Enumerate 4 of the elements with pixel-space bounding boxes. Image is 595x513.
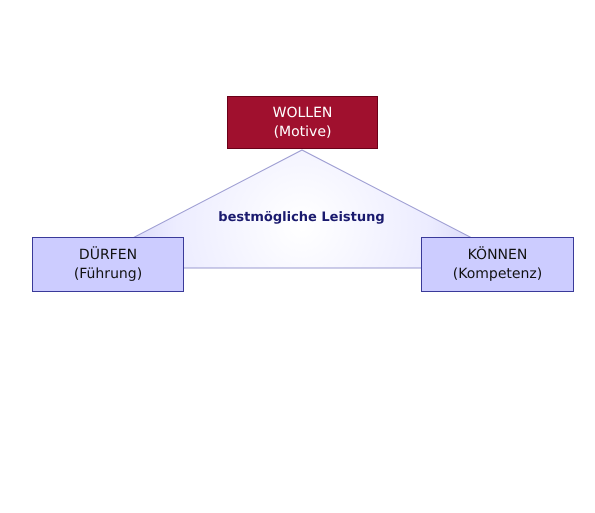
motive-box: WOLLEN (Motive)	[227, 96, 378, 149]
factor-box: DÜRFEN (Führung)	[32, 237, 184, 292]
diagram-label: bestmögliche Leistung	[218, 210, 385, 225]
factor-box: KÖNNEN (Kompetenz)	[421, 237, 574, 292]
